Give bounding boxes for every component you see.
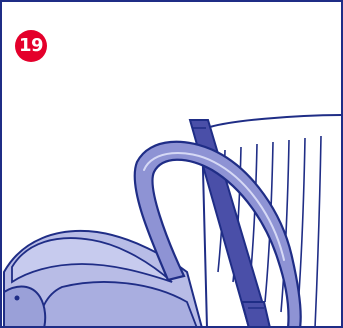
pivot-dot bbox=[15, 296, 20, 301]
